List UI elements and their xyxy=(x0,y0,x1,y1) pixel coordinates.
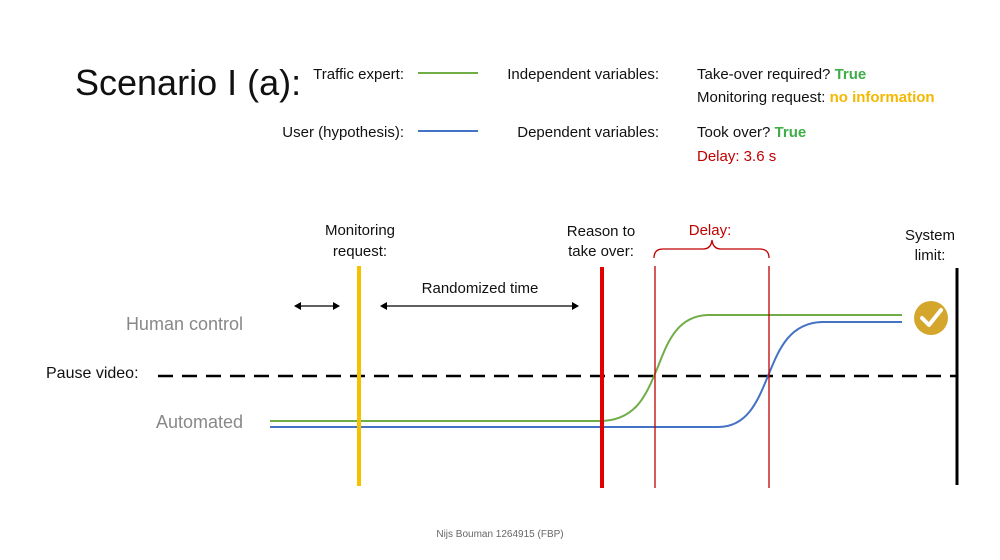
legend-traffic-expert: Traffic expert: xyxy=(313,66,404,83)
independent-variables-label: Independent variables: xyxy=(507,66,659,83)
monitoring-request-value: no information xyxy=(829,89,935,106)
monitoring-request-label: Monitoring request: xyxy=(697,89,826,106)
takeover-required: Take-over required? True xyxy=(697,66,866,83)
monitoring-request-marker-label: Monitoring request: xyxy=(324,222,396,260)
took-over-value: True xyxy=(774,124,807,141)
automated-label: Automated xyxy=(155,412,243,432)
pause-video-label: Pause video: xyxy=(46,365,139,382)
delay-variable: Delay: 3.6 s xyxy=(697,148,777,165)
monitoring-request-variable: Monitoring request: no information xyxy=(697,89,935,106)
footer-author: Nijs Bouman 1264915 (FBP) xyxy=(436,529,564,540)
takeover-required-label: Take-over required? xyxy=(697,66,831,83)
system-limit-label: System limit: xyxy=(904,227,955,264)
human-control-label: Human control xyxy=(125,314,243,334)
slide-title: Scenario I (a): xyxy=(75,62,302,103)
traffic-expert-line xyxy=(270,314,902,422)
check-icon xyxy=(914,301,948,335)
randomized-time-label: Randomized time xyxy=(421,280,539,297)
delay-label: Delay: xyxy=(688,222,732,239)
delay-brace xyxy=(653,239,770,259)
user-hypothesis-line xyxy=(270,321,902,428)
took-over-label: Took over? xyxy=(697,124,771,141)
legend-user-hypothesis: User (hypothesis): xyxy=(282,124,404,141)
takeover-required-value: True xyxy=(834,66,867,83)
reason-to-take-over-label: Reason to take over: xyxy=(566,223,636,260)
dependent-variables-label: Dependent variables: xyxy=(517,124,659,141)
took-over: Took over? True xyxy=(697,124,806,141)
